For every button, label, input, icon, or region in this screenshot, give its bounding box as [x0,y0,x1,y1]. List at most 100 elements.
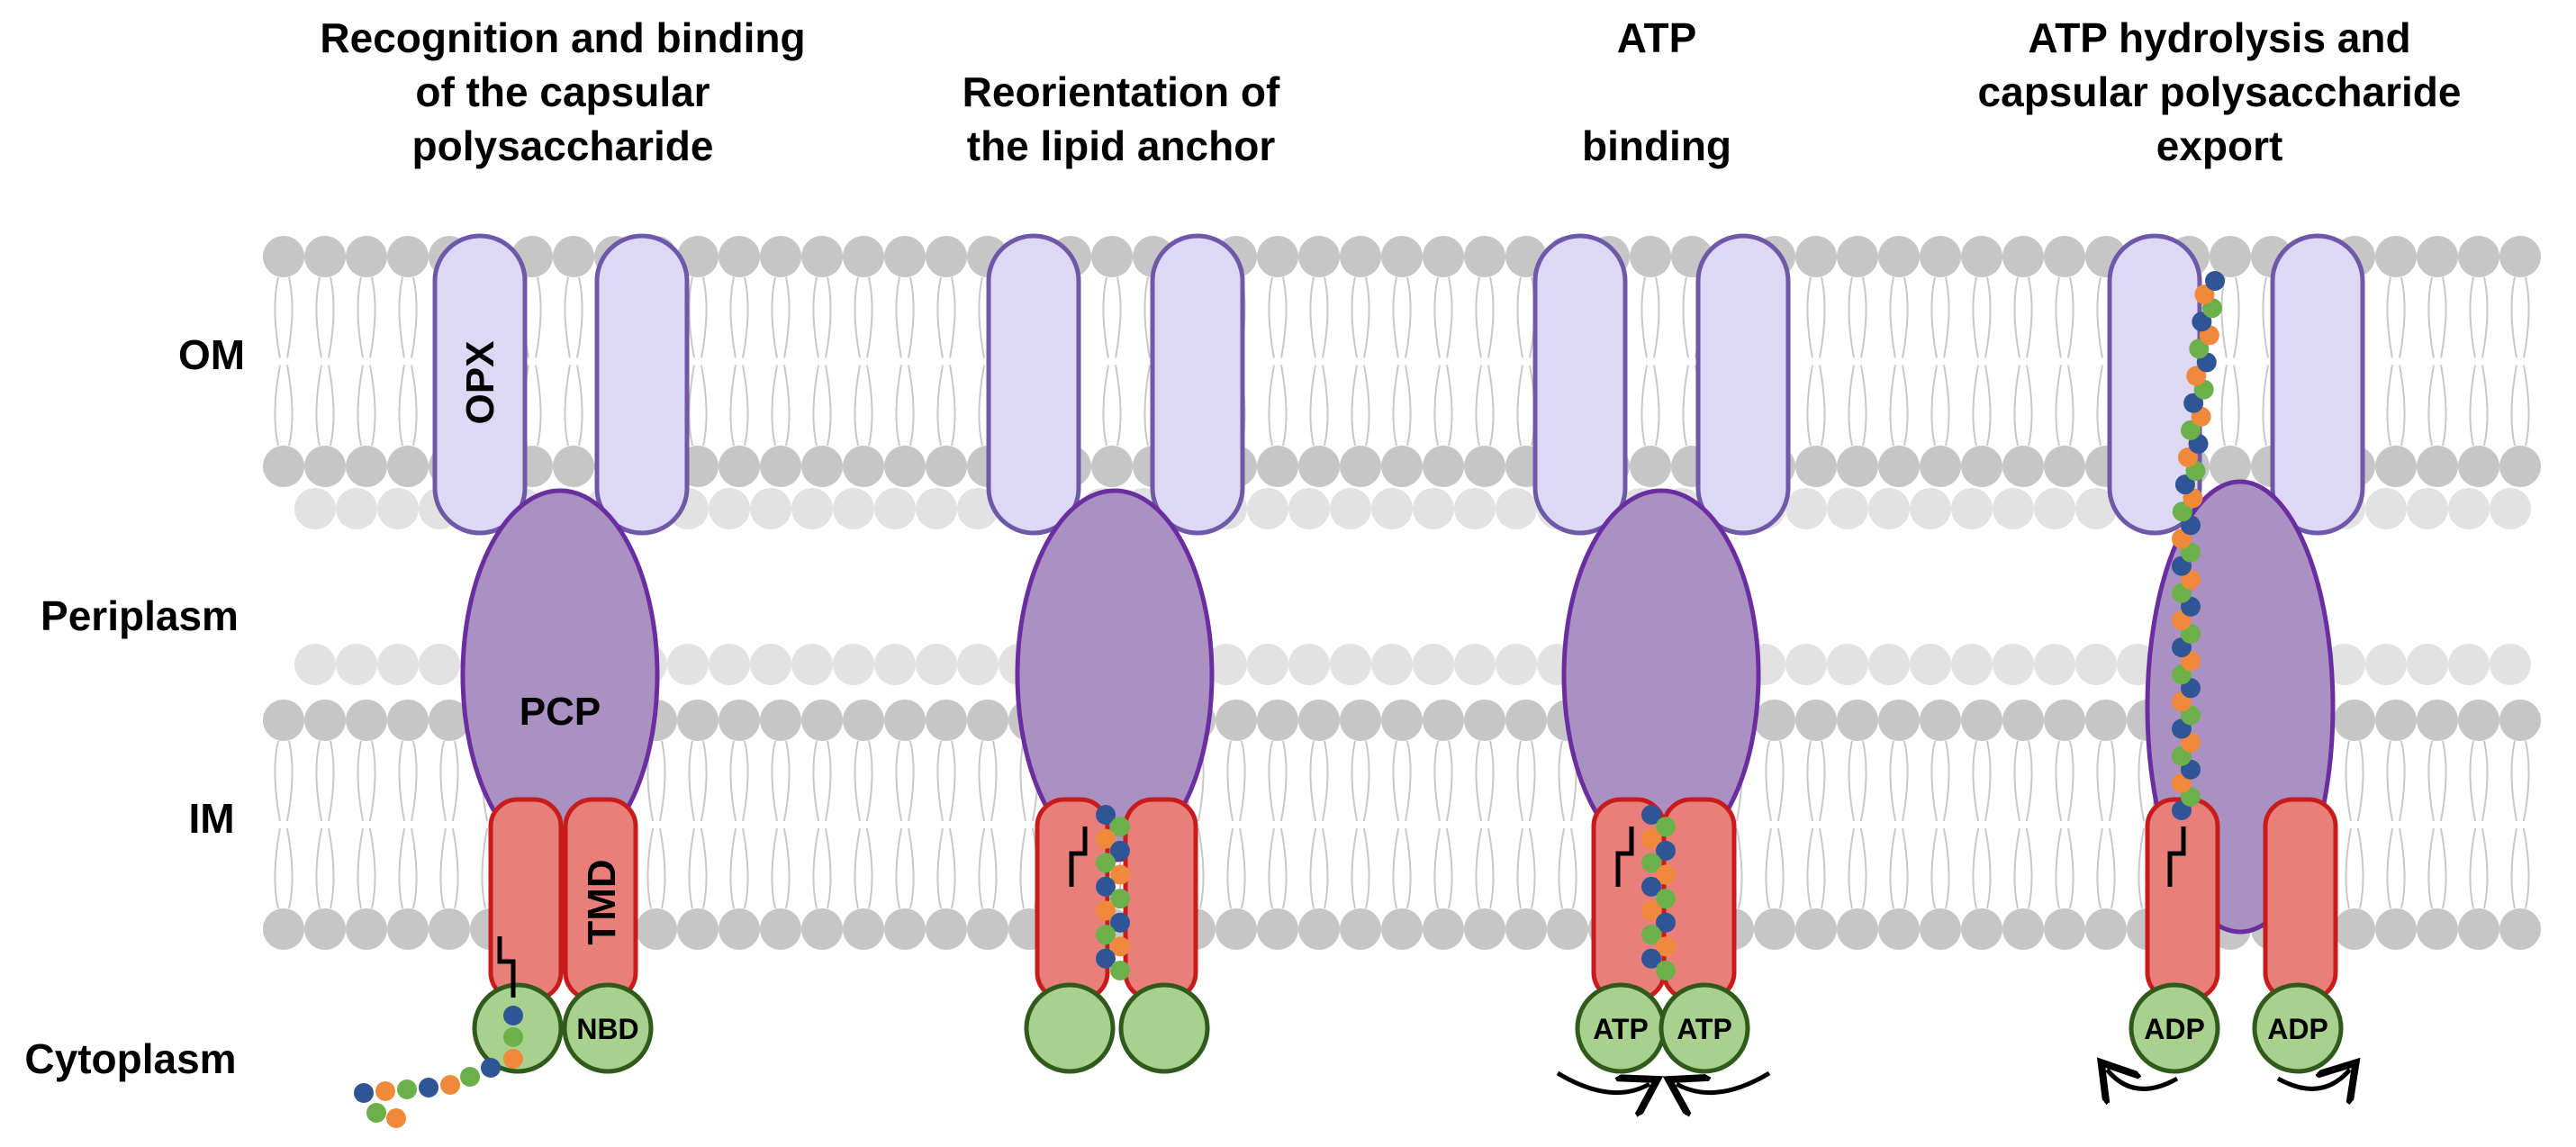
om-lipid-head [2210,446,2251,487]
om-lipid-head [1837,236,1878,277]
step4-title-line3: export [2156,122,2283,169]
om-lipid-head [926,446,967,487]
im-lipid-head [1505,908,1547,950]
im-lipid-head [1920,700,1961,741]
im-lipid-head-back [2448,644,2490,685]
om-lipid-head [304,446,346,487]
im-lipid-head [2044,908,2085,950]
sugar-bead [1656,936,1676,957]
im-lipid-head-back [791,644,833,685]
om-lipid-head [884,236,926,277]
om-lipid-head [1630,446,1671,487]
om-lipid-head [1920,236,1961,277]
step4-complex: ADP ADP [2107,233,2365,1088]
im-lipid-head-back [2407,644,2448,685]
step1-title-line1: Recognition and binding [320,14,805,61]
im-lipid-head [1298,908,1340,950]
om-lipid-head-back [709,488,750,529]
step1-tmd-left [488,797,564,1002]
om-lipid-head-back [2075,488,2117,529]
om-lipid-head [1257,446,1298,487]
step4-title-line2: capsular polysaccharide [1978,68,2462,115]
sugar-bead [2192,312,2212,332]
step4-title-line1: ATP hydrolysis and [2028,14,2410,61]
step2-opx-right [1150,233,1245,536]
im-lipid-head [2085,700,2127,741]
step2-tmd-left [1035,797,1110,1002]
om-lipid-head [1298,236,1340,277]
im-lipid-head-back [1910,644,1951,685]
im-lipid-head [2417,700,2458,741]
om-lipid-head-back [1993,488,2034,529]
step4-arrow-right [2276,1070,2350,1088]
im-lipid-head [429,908,470,950]
om-lipid-head-back [2034,488,2075,529]
sugar-bead [1096,948,1116,969]
sugar-bead [2181,420,2201,440]
im-lipid-head [1837,908,1878,950]
step4-title: ATP hydrolysis and capsular polysacchari… [1978,14,2462,169]
im-lipid-head-back [1785,644,1827,685]
om-lipid-head [1091,236,1133,277]
om-lipid-head-back [1247,488,1288,529]
om-lipid-head-back [874,488,916,529]
im-lipid-head-back [833,644,874,685]
om-lipid-head-back [1371,488,1413,529]
sugar-bead [1641,876,1661,897]
im-lipid-head [346,908,387,950]
om-lipid-head-back [2490,488,2531,529]
im-lipid-head [760,908,801,950]
om-lipid-head-back [1288,488,1330,529]
im-lipid-head [346,700,387,741]
om-lipid-head [2458,446,2499,487]
om-lipid-head [926,236,967,277]
im-lipid-head-back [2365,644,2407,685]
step3-atp-label-right: ATP [1677,1013,1732,1045]
step1-title: Recognition and binding of the capsular … [320,14,805,169]
sugar-bead [1656,817,1676,837]
sugar-bead [503,1006,523,1025]
sugar-bead [366,1103,386,1123]
sugar-bead [386,1108,406,1128]
im-lipid-head [263,700,304,741]
om-lipid-head-back [1330,488,1371,529]
step1-complex: OPX PCP TMD NBD [354,233,690,1128]
sugar-bead [1110,840,1130,861]
im-lipid-head-back [2075,644,2117,685]
im-lipid-head [2458,700,2499,741]
om-lipid-head [719,236,760,277]
om-lipid-head [1423,236,1464,277]
im-lipid-head [926,908,967,950]
im-lipid-head [1298,700,1340,741]
im-lipid-head [1878,908,1920,950]
om-lipid-head [304,236,346,277]
om-lipid-head [2375,446,2417,487]
im-lipid-head [719,908,760,950]
om-lipid-head-back [294,488,336,529]
im-lipid-head [1216,908,1257,950]
im-lipid-head [2499,908,2541,950]
region-label-om: OM [178,331,245,378]
om-lipid-head-back [833,488,874,529]
im-lipid-head-back [1496,644,1537,685]
sugar-bead [1110,817,1130,837]
om-lipid-head-back [1910,488,1951,529]
step4-nbd-right [2252,982,2344,1074]
om-lipid-head [2002,236,2044,277]
step1-pcp [460,488,660,863]
im-lipid-head [1837,700,1878,741]
om-lipid-head [677,236,719,277]
nbd-label: NBD [576,1013,638,1045]
im-lipid-head [1381,908,1423,950]
om-lipid-head [1340,446,1381,487]
om-lipid-head [2044,446,2085,487]
im-lipid-head [1920,908,1961,950]
sugar-bead [503,1027,523,1047]
om-lipid-head [263,236,304,277]
im-lipid-head [263,908,304,950]
om-lipid-head [2499,236,2541,277]
im-lipid-head [2044,700,2085,741]
step2-title: Reorientation of the lipid anchor [963,68,1280,169]
step4-adp-label-left: ADP [2144,1013,2205,1045]
